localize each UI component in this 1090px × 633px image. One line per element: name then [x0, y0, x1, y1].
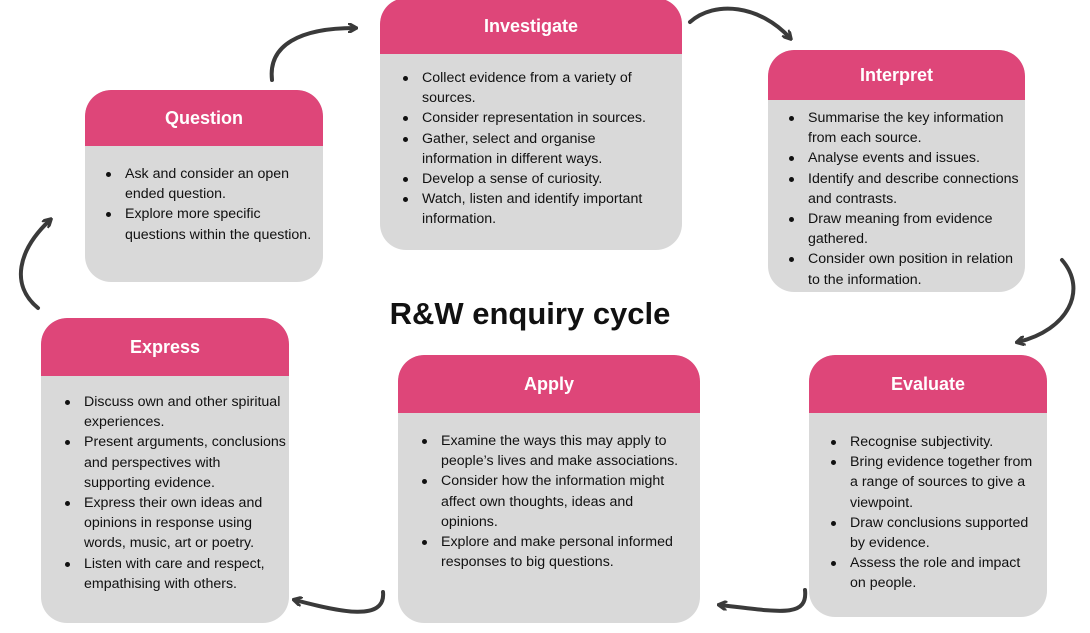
step-title: Question: [85, 90, 323, 146]
bullet-item: Explore and make personal informed respo…: [422, 532, 689, 572]
step-title: Investigate: [380, 0, 682, 54]
bullet-item: Consider how the information might affec…: [422, 471, 689, 532]
step-card-interpret: Interpret Summarise the key information …: [768, 50, 1025, 292]
bullet-item: Present arguments, conclusions and persp…: [65, 432, 286, 493]
step-bullets: Discuss own and other spiritual experien…: [65, 392, 286, 594]
bullet-item: Consider own position in relation to the…: [789, 249, 1020, 289]
step-title: Apply: [398, 355, 700, 413]
step-bullets: Examine the ways this may apply to peopl…: [422, 431, 689, 572]
bullet-item: Listen with care and respect, empathisin…: [65, 554, 286, 594]
step-bullets: Summarise the key information from each …: [789, 108, 1020, 290]
bullet-item: Explore more specific questions within t…: [106, 204, 315, 244]
step-bullets: Recognise subjectivity. Bring evidence t…: [831, 432, 1040, 594]
bullet-item: Analyse events and issues.: [789, 148, 1020, 168]
bullet-item: Collect evidence from a variety of sourc…: [403, 68, 667, 108]
arrow-interpret-to-evaluate: [1018, 258, 1076, 342]
step-card-investigate: Investigate Collect evidence from a vari…: [380, 0, 682, 250]
bullet-item: Consider representation in sources.: [403, 108, 667, 128]
bullet-item: Ask and consider an open ended question.: [106, 164, 315, 204]
bullet-item: Draw conclusions supported by evidence.: [831, 513, 1040, 553]
step-bullets: Collect evidence from a variety of sourc…: [403, 68, 667, 230]
bullet-item: Recognise subjectivity.: [831, 432, 1040, 452]
arrow-express-to-question: [19, 220, 50, 310]
arrow-question-to-investigate: [269, 28, 355, 82]
diagram-title: R&W enquiry cycle: [389, 296, 671, 331]
bullet-item: Gather, select and organise information …: [403, 129, 667, 169]
bullet-item: Discuss own and other spiritual experien…: [65, 392, 286, 432]
bullet-item: Express their own ideas and opinions in …: [65, 493, 286, 554]
step-title: Evaluate: [809, 355, 1047, 413]
step-title: Express: [41, 318, 289, 376]
bullet-item: Assess the role and impact on people.: [831, 553, 1040, 593]
step-card-evaluate: Evaluate Recognise subjectivity. Bring e…: [809, 355, 1047, 617]
bullet-item: Draw meaning from evidence gathered.: [789, 209, 1020, 249]
step-card-express: Express Discuss own and other spiritual …: [41, 318, 289, 623]
bullet-item: Identify and describe connections and co…: [789, 169, 1020, 209]
step-card-apply: Apply Examine the ways this may apply to…: [398, 355, 700, 623]
arrow-apply-to-express: [295, 590, 386, 614]
step-card-question: Question Ask and consider an open ended …: [85, 90, 323, 282]
step-title: Interpret: [768, 50, 1025, 100]
bullet-item: Examine the ways this may apply to peopl…: [422, 431, 689, 471]
bullet-item: Bring evidence together from a range of …: [831, 452, 1040, 513]
bullet-item: Develop a sense of curiosity.: [403, 169, 667, 189]
bullet-item: Summarise the key information from each …: [789, 108, 1020, 148]
bullet-item: Watch, listen and identify important inf…: [403, 189, 667, 229]
arrow-investigate-to-interpret: [688, 6, 790, 38]
step-bullets: Ask and consider an open ended question.…: [106, 164, 315, 245]
arrow-evaluate-to-apply: [720, 588, 808, 613]
